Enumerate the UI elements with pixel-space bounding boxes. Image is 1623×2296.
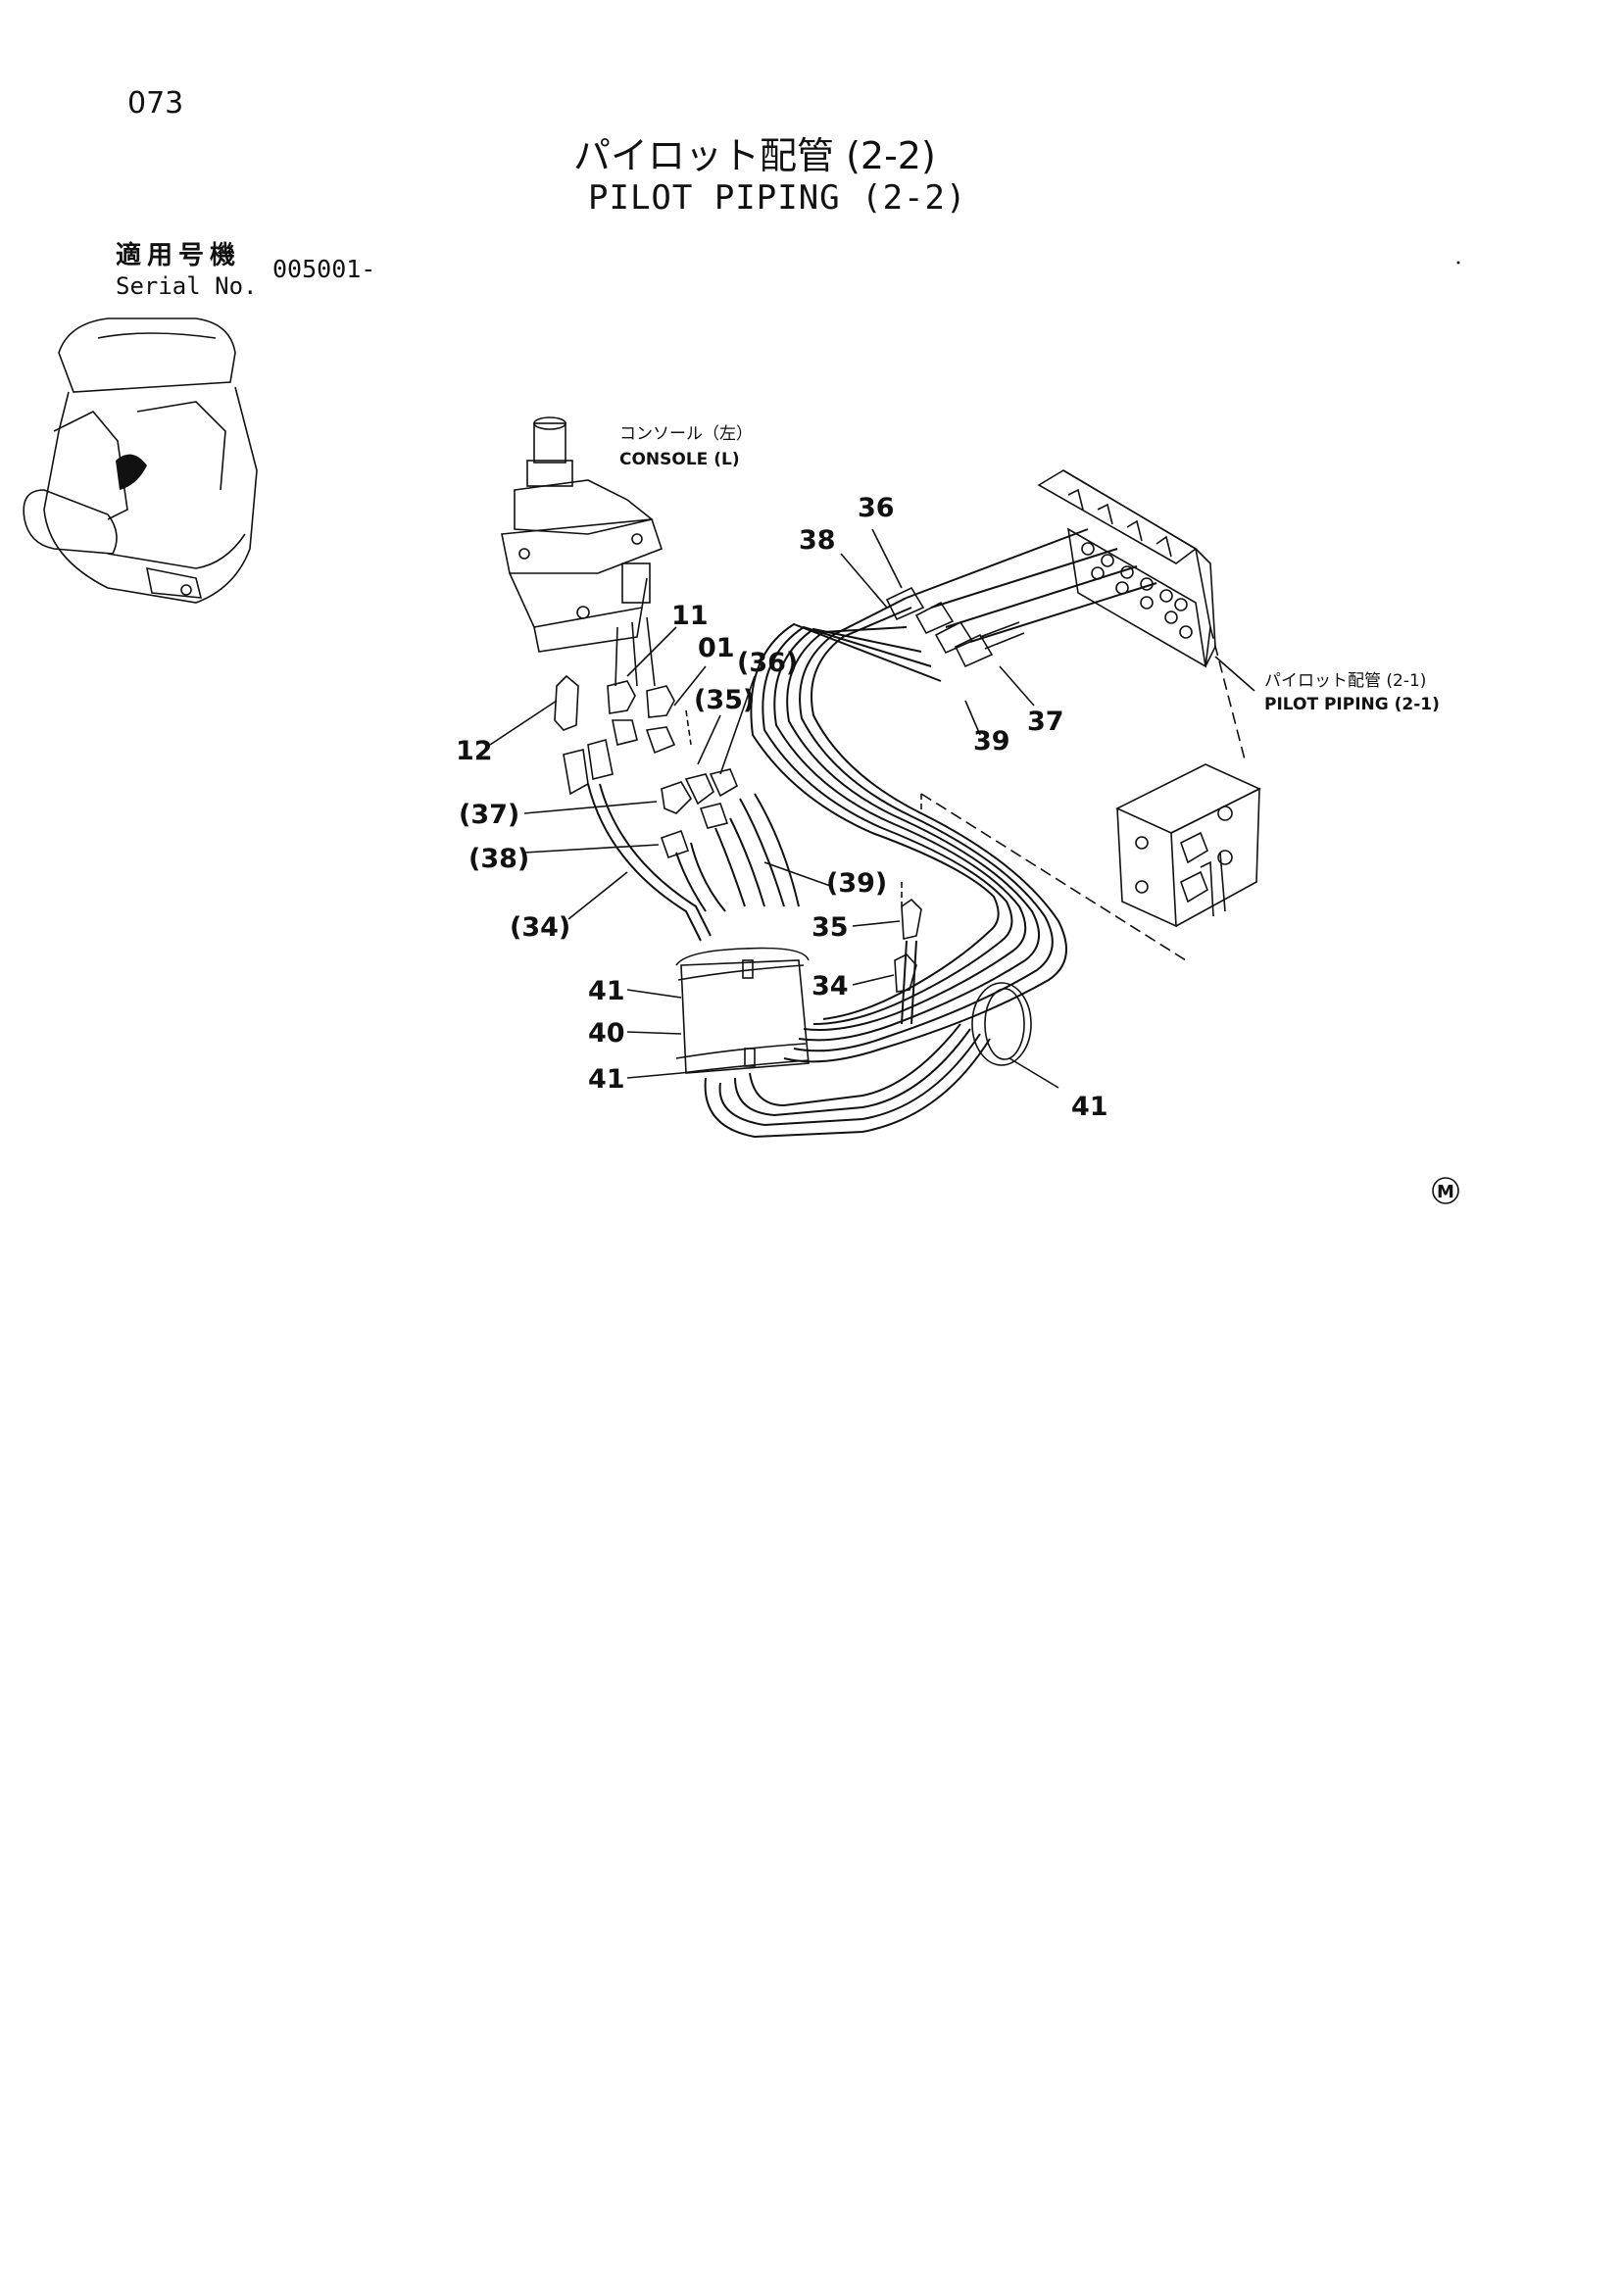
hose-bundle	[587, 597, 1067, 1139]
hose-protector	[675, 947, 1032, 1074]
callout-39-ref: (39)	[826, 868, 887, 899]
block-hoses	[885, 528, 1157, 668]
callout-12: 12	[456, 736, 493, 766]
page-title-japanese: パイロット配管 (2-2)	[573, 134, 936, 177]
m-mark-letter: M	[1437, 1182, 1454, 1202]
callout-39: 39	[973, 726, 1010, 757]
page-number: 073	[127, 86, 184, 121]
callout-41-lower: 41	[588, 1064, 625, 1095]
speck	[1456, 261, 1460, 265]
callout-36-ref: (36)	[737, 648, 798, 678]
console-label-japanese: コンソール（左）	[619, 424, 753, 444]
page-title-english: PILOT PIPING (2-2)	[588, 178, 967, 218]
callout-41-right: 41	[1071, 1092, 1108, 1122]
callout-35: 35	[812, 912, 849, 943]
console-label-english: CONSOLE (L)	[619, 450, 740, 469]
m-mark: M	[1432, 1177, 1459, 1204]
callout-37: 37	[1027, 707, 1064, 737]
serial-label-japanese: 適用号機	[116, 241, 242, 270]
callout-35-ref: (35)	[694, 685, 755, 715]
callout-01: 01	[698, 633, 735, 663]
console-fittings	[554, 616, 676, 796]
secondary-valve	[1115, 763, 1261, 928]
callout-41-upper: 41	[588, 976, 625, 1006]
hose-couplings	[660, 768, 739, 859]
excavator-cab-thumbnail	[23, 318, 258, 604]
callout-34: 34	[812, 971, 849, 1001]
callout-36-top: 36	[858, 493, 895, 523]
callout-38-top: 38	[799, 525, 836, 556]
fittings-34-35	[894, 898, 922, 1025]
leader-lines	[489, 528, 1255, 1089]
ref-label-japanese: パイロット配管 (2-1)	[1264, 671, 1426, 691]
reference-lines	[685, 626, 1246, 961]
callout-37-ref: (37)	[459, 800, 519, 830]
ref-label-english: PILOT PIPING (2-1)	[1264, 695, 1440, 714]
serial-number-value: 005001-	[272, 255, 376, 283]
callout-11: 11	[671, 601, 709, 631]
callout-labels: 36 38 11 01 (36) (35) 12 (37) (38) (39) …	[456, 493, 1108, 1122]
callout-38-ref: (38)	[468, 844, 529, 874]
serial-label-english: Serial No.	[116, 272, 258, 300]
pilot-valve-block	[1037, 469, 1216, 668]
callout-34-ref: (34)	[510, 912, 570, 943]
callout-40: 40	[588, 1018, 625, 1049]
console-pilot-valve	[501, 416, 664, 653]
